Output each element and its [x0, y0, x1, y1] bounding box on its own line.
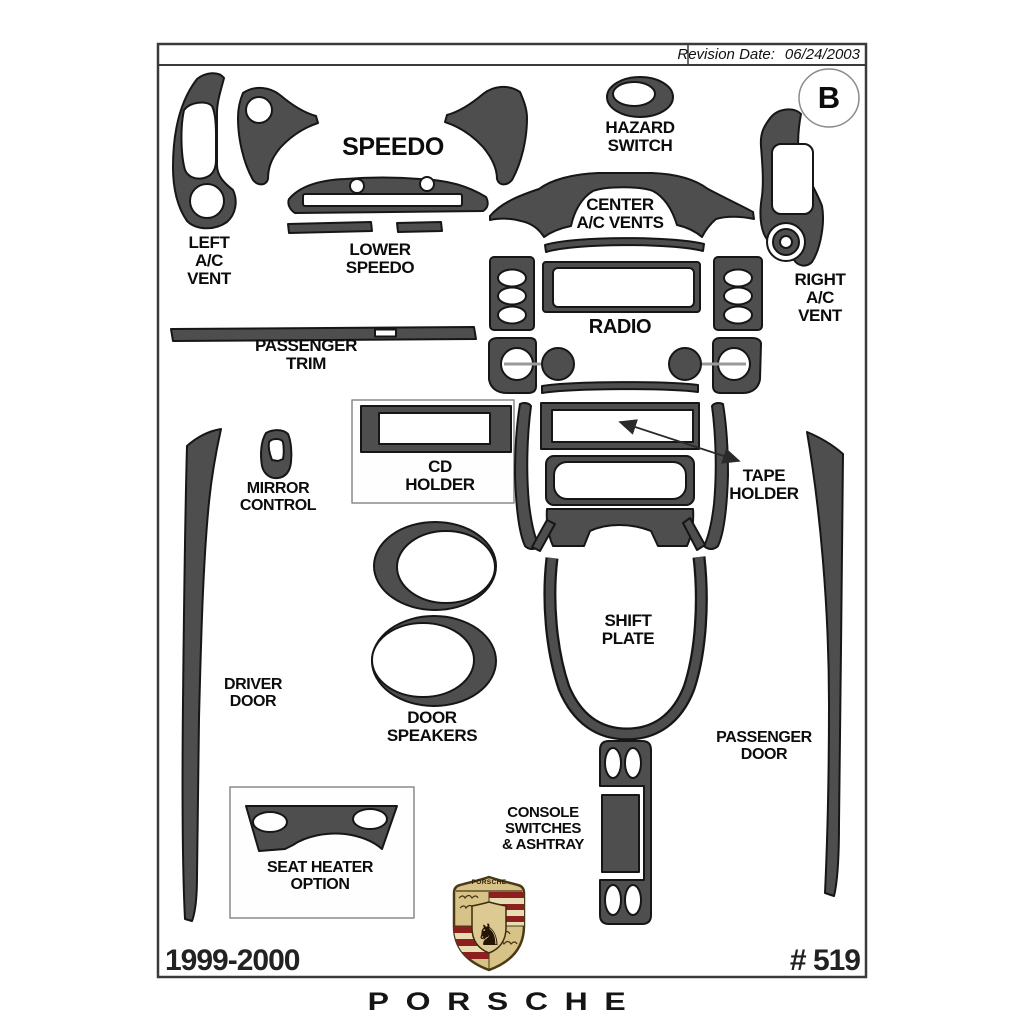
label-lower-speedo: LOWER SPEEDO	[345, 240, 415, 277]
label-left-ac-vent: LEFT A/C VENT	[187, 233, 231, 288]
outer-border	[156, 42, 868, 979]
revision-label: Revision Date:	[677, 46, 775, 63]
part-number: # 519	[789, 944, 861, 977]
crest-inner-shield	[471, 901, 507, 954]
label-radio: RADIO	[588, 316, 652, 338]
label-passenger-door: PASSENGER DOOR	[716, 729, 812, 763]
porsche-wordmark: PORSCHE	[367, 988, 643, 1016]
label-right-ac-vent: RIGHT A/C VENT	[794, 270, 846, 325]
tape-holder-arrow	[618, 419, 741, 464]
revision-date: Revision Date: 06/24/2003	[560, 46, 860, 63]
label-hazard-switch: HAZARD SWITCH	[605, 118, 675, 155]
radio-part	[488, 256, 763, 394]
porsche-crest-logo: ♞	[452, 875, 526, 972]
seat-heater-part	[229, 786, 415, 919]
model-years: 1999-2000	[165, 944, 300, 977]
label-shift-plate: SHIFT PLATE	[601, 611, 655, 648]
label-speedo: SPEEDO	[342, 133, 444, 161]
tape-holder-part	[514, 401, 729, 552]
label-driver-door: DRIVER DOOR	[223, 676, 283, 710]
label-console-switches: CONSOLE SWITCHES & ASHTRAY	[502, 804, 584, 853]
label-mirror-control: MIRROR CONTROL	[239, 480, 317, 514]
sheet-badge-circle	[798, 68, 860, 128]
passenger-door-part	[806, 431, 844, 897]
lower-speedo-part	[287, 176, 489, 234]
label-passenger-trim: PASSENGER TRIM	[255, 336, 357, 373]
radio-knob-right	[668, 347, 702, 381]
hazard-switch-part	[606, 76, 674, 118]
sheet-badge: B	[817, 80, 841, 115]
label-center-ac-vents: CENTER A/C VENTS	[576, 195, 664, 232]
door-speakers-part	[371, 521, 497, 707]
porsche-crest-horse-icon: ♞	[476, 919, 503, 952]
label-tape-holder: TAPE HOLDER	[729, 466, 799, 503]
label-door-speakers: DOOR SPEAKERS	[386, 708, 478, 745]
center-ac-vents-part	[489, 172, 755, 253]
console-switches-part	[599, 740, 652, 925]
mirror-control-part	[260, 429, 293, 480]
page-frame	[156, 42, 868, 979]
passenger-trim-part	[170, 326, 477, 342]
cd-holder-part	[351, 399, 515, 504]
left-ac-vent-part	[172, 72, 237, 230]
speedo-part	[237, 86, 528, 186]
label-seat-heater: SEAT HEATER OPTION	[266, 859, 374, 893]
radio-knob-left	[541, 347, 575, 381]
shift-plate-part	[543, 556, 708, 741]
crest-antlers-left	[458, 894, 479, 910]
revision-date-value: 06/24/2003	[784, 46, 860, 63]
crest-band-text: PORSCHE	[471, 879, 507, 886]
right-ac-vent-part	[759, 108, 824, 267]
label-cd-holder: CD HOLDER	[405, 457, 475, 494]
driver-door-part	[181, 428, 222, 922]
